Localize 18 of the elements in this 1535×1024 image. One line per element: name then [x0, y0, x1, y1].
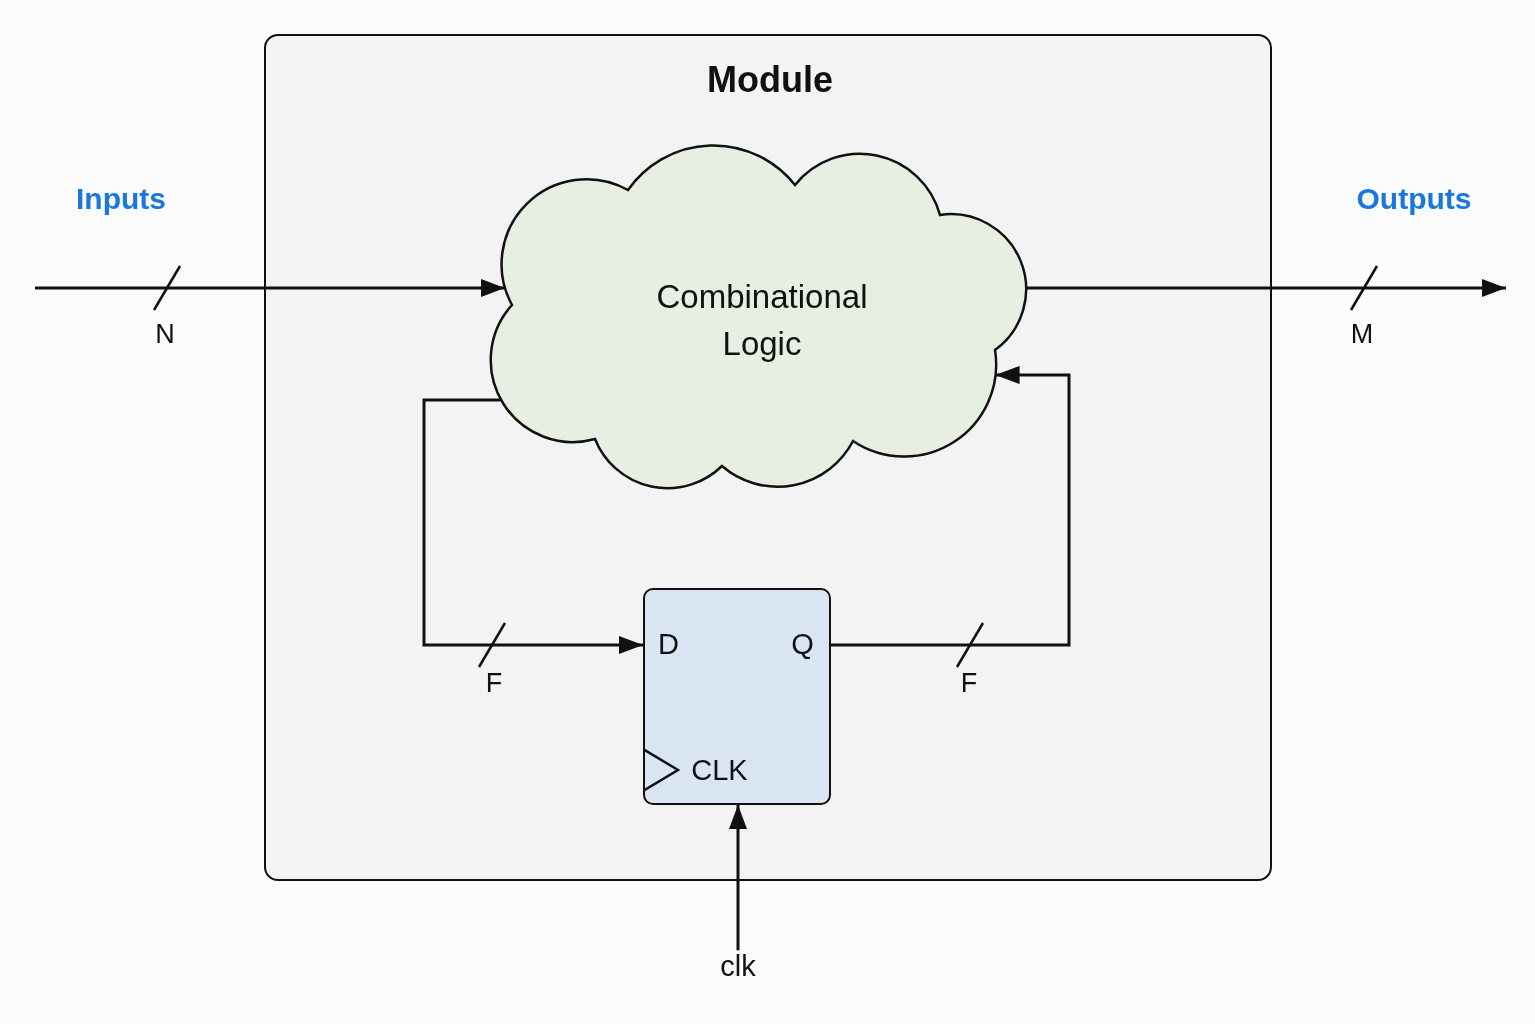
module-box	[264, 34, 1272, 881]
arrow	[35, 279, 505, 297]
module-title: Module	[707, 59, 833, 101]
pin-label: Q	[791, 627, 814, 662]
arrow	[1026, 279, 1506, 297]
bus-width-label: F	[485, 668, 503, 700]
flip-flop-box	[643, 588, 831, 805]
bus-width-label: M	[1350, 319, 1374, 351]
port-label: Outputs	[1356, 181, 1472, 217]
arrow	[729, 805, 747, 951]
port-label: Inputs	[76, 181, 166, 217]
pin-label: D	[658, 627, 679, 662]
pin-label: CLK	[691, 753, 748, 788]
signal-label: clk	[720, 950, 756, 984]
bus-width-label: F	[960, 668, 978, 700]
bus-width-label: N	[155, 319, 175, 351]
arrow	[422, 398, 643, 654]
arrow	[831, 366, 1071, 647]
